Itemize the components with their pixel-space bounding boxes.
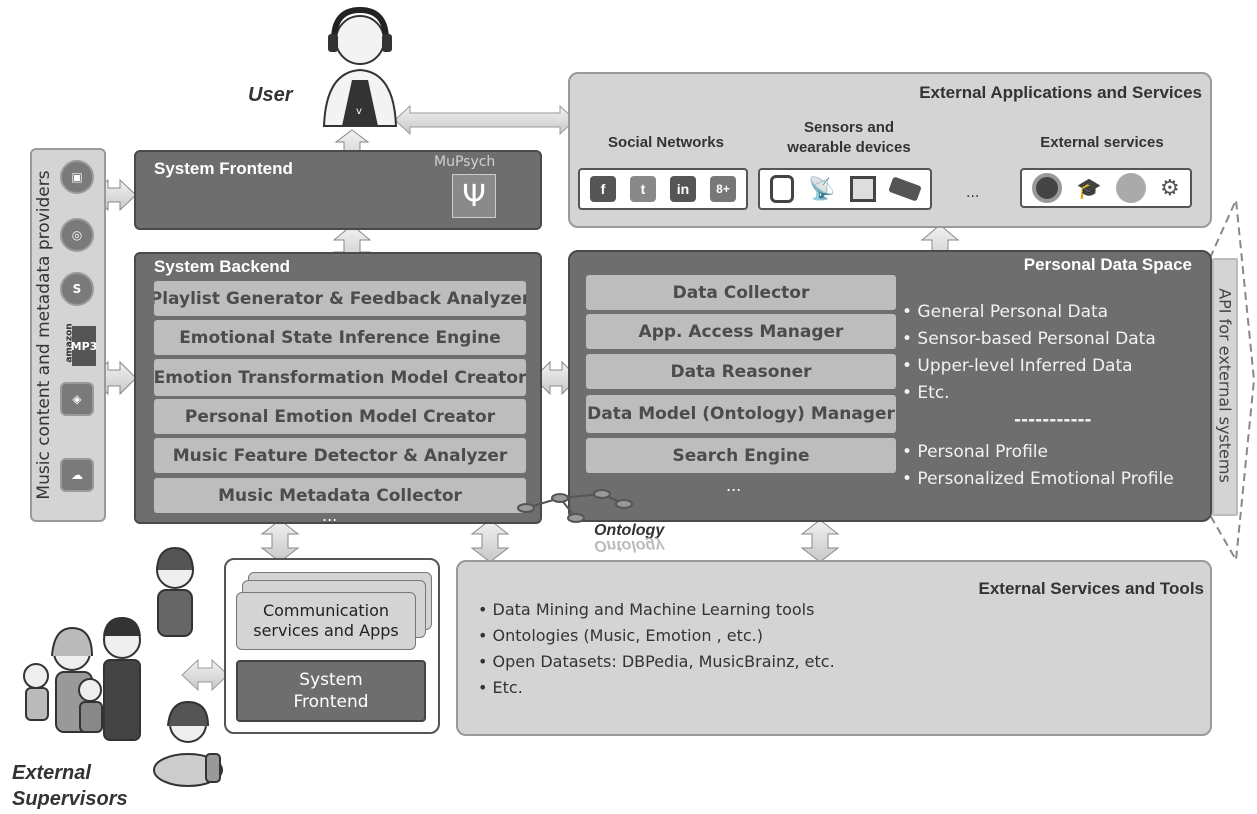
api-dashed-outline (1209, 196, 1256, 564)
backend-module-emotion-transformation: Emotion Transformation Model Creator (154, 359, 526, 396)
ontology-label: Ontology (594, 522, 665, 539)
tools-ontologies: • Ontologies (Music, Emotion , etc.) (478, 626, 763, 645)
comm-frontend-box: System Frontend (236, 660, 426, 722)
svg-text:v: v (356, 106, 362, 117)
tools-title: External Services and Tools (978, 579, 1205, 598)
tools-etc: • Etc. (478, 678, 523, 697)
heart-monitor-icon (849, 176, 876, 202)
external-tools-panel: External Services and Tools (456, 560, 1212, 736)
deezer-icon: ◎ (60, 218, 94, 252)
pds-sensor-data: • Sensor-based Personal Data (902, 329, 1156, 349)
pds-inferred-data: • Upper-level Inferred Data (902, 356, 1133, 376)
pds-separator: ----------- (1014, 410, 1092, 430)
arrow-pds-tools (800, 519, 840, 563)
api-panel (1212, 258, 1238, 516)
pds-module-access-manager: App. Access Manager (586, 314, 896, 349)
pds-module-data-collector: Data Collector (586, 275, 896, 310)
backend-title: System Backend (154, 257, 291, 276)
supervisors-illustration (23, 546, 223, 787)
external-services-label: External services (1040, 134, 1164, 151)
smartwatch-icon (770, 175, 795, 203)
arrow-backend-comm (260, 519, 300, 563)
pds-more: ... (726, 476, 742, 495)
amazon-mp3-icon: amazon MP3 (60, 323, 97, 366)
pds-title: Personal Data Space (1023, 255, 1192, 274)
pds-module-search-engine: Search Engine (586, 438, 896, 473)
facebook-icon: f (590, 176, 616, 202)
ontology-label-reflection: Ontology (594, 537, 665, 554)
social-networks-label: Social Networks (608, 134, 724, 151)
sensors-label: Sensors and wearable devices (787, 119, 911, 156)
shazam-icon: S (60, 272, 94, 306)
external-service-icons: 🎓 ⚙ (1020, 168, 1192, 208)
graduation-cap-icon: 🎓 (1076, 176, 1102, 200)
providers-label: Music content and metadata providers (34, 170, 54, 500)
apps-ellipsis: ... (966, 185, 980, 201)
tools-ml: • Data Mining and Machine Learning tools (478, 600, 815, 619)
supervisors-label-line2: Supervisors (12, 788, 128, 810)
backend-module-metadata: Music Metadata Collector (154, 478, 526, 513)
device-icon: ▣ (60, 160, 94, 194)
backend-more: ... (322, 506, 338, 525)
user-avatar: v (322, 6, 398, 127)
supervisors-label-line1: External (12, 762, 91, 784)
linkedin-icon: in (670, 176, 696, 202)
gears-icon: ⚙ (1160, 175, 1180, 201)
mupsych-brand: MuPsych (434, 154, 496, 170)
satellite-icon: 📡 (808, 176, 836, 202)
pds-module-data-reasoner: Data Reasoner (586, 354, 896, 389)
camera-icon (888, 176, 922, 202)
api-label: API for external systems (1215, 288, 1235, 483)
backend-module-emotional-state: Emotional State Inference Engine (154, 320, 526, 355)
musicbrainz-icon: ◈ (60, 382, 94, 416)
external-apps-title: External Applications and Services (919, 83, 1202, 102)
pds-emotional-profile: • Personalized Emotional Profile (902, 469, 1174, 489)
backend-module-music-feature: Music Feature Detector & Analyzer (154, 438, 526, 473)
comm-services-box: Communication services and Apps (236, 592, 416, 650)
runner-icon (1115, 173, 1146, 203)
backend-module-playlist: Playlist Generator & Feedback Analyzer (154, 281, 526, 316)
social-icons: f t in 8+ (578, 168, 748, 210)
pds-personal-profile: • Personal Profile (902, 442, 1048, 462)
twitter-icon: t (630, 176, 656, 202)
system-frontend-panel: System Frontend MuPsych Ψ (134, 150, 542, 230)
arrow-user-external-apps (394, 104, 576, 136)
backend-module-personal-emotion: Personal Emotion Model Creator (154, 399, 526, 434)
comm-frontend-label: System Frontend (293, 670, 369, 712)
pds-module-ontology-manager: Data Model (Ontology) Manager (586, 395, 896, 433)
user-label: User (248, 84, 293, 106)
pds-etc: • Etc. (902, 383, 950, 403)
sensor-icons: 📡 (758, 168, 932, 210)
soundcloud-icon: ☁ (60, 458, 94, 492)
mupsych-logo-icon: Ψ (452, 174, 496, 218)
pds-general-data: • General Personal Data (902, 302, 1109, 322)
arrow-backend-tools (470, 519, 510, 563)
comm-services-label: Communication services and Apps (253, 601, 399, 640)
ontology-graph-icon (517, 489, 633, 523)
mp3-text: MP3 (71, 326, 97, 366)
googleplus-icon: 8+ (710, 176, 736, 202)
frontend-title: System Frontend (154, 159, 293, 178)
ring-icon (1032, 173, 1063, 203)
tools-datasets: • Open Datasets: DBPedia, MusicBrainz, e… (478, 652, 835, 671)
